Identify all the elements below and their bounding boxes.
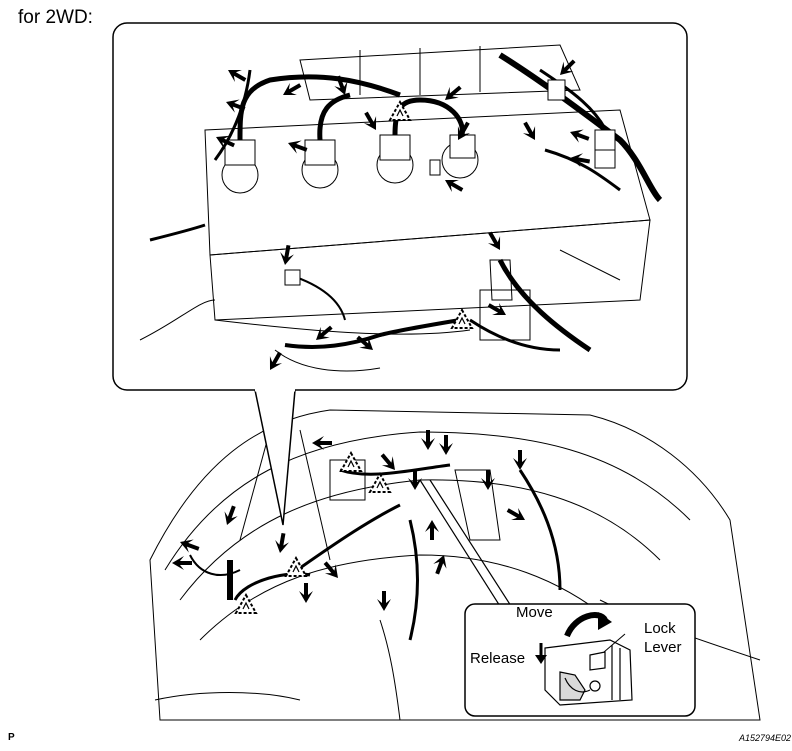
black-arrow-icon	[312, 436, 332, 450]
black-arrow-icon	[504, 503, 529, 527]
black-arrow-icon	[439, 435, 453, 455]
black-arrow-icon	[513, 450, 527, 470]
lever-label: Lever	[644, 639, 682, 656]
black-arrow-icon	[220, 503, 241, 528]
move-label: Move	[516, 604, 553, 621]
black-arrow-icon	[408, 470, 422, 490]
triangle-warning-icon	[369, 473, 391, 493]
zoomed-engine-view	[139, 44, 663, 372]
black-arrow-icon	[172, 556, 192, 570]
lock-label: Lock	[644, 620, 676, 637]
connector-detail	[544, 633, 633, 706]
black-arrow-icon	[377, 591, 391, 611]
page-mark: P	[8, 732, 15, 743]
release-label: Release	[470, 650, 526, 667]
figure-code: A152794E02	[739, 733, 792, 743]
black-arrow-icon	[273, 532, 291, 555]
callout-pointer	[254, 389, 296, 526]
black-arrow-icon	[299, 583, 313, 603]
black-arrow-icon	[421, 430, 435, 450]
black-arrow-icon	[376, 450, 401, 475]
black-arrow-icon	[319, 558, 344, 583]
triangle-warning-icon	[235, 594, 257, 614]
triangle-warning-icon	[340, 452, 362, 472]
heading: for 2WD:	[18, 7, 93, 28]
zoom-callout-frame	[112, 22, 688, 391]
black-arrow-icon	[425, 520, 439, 540]
